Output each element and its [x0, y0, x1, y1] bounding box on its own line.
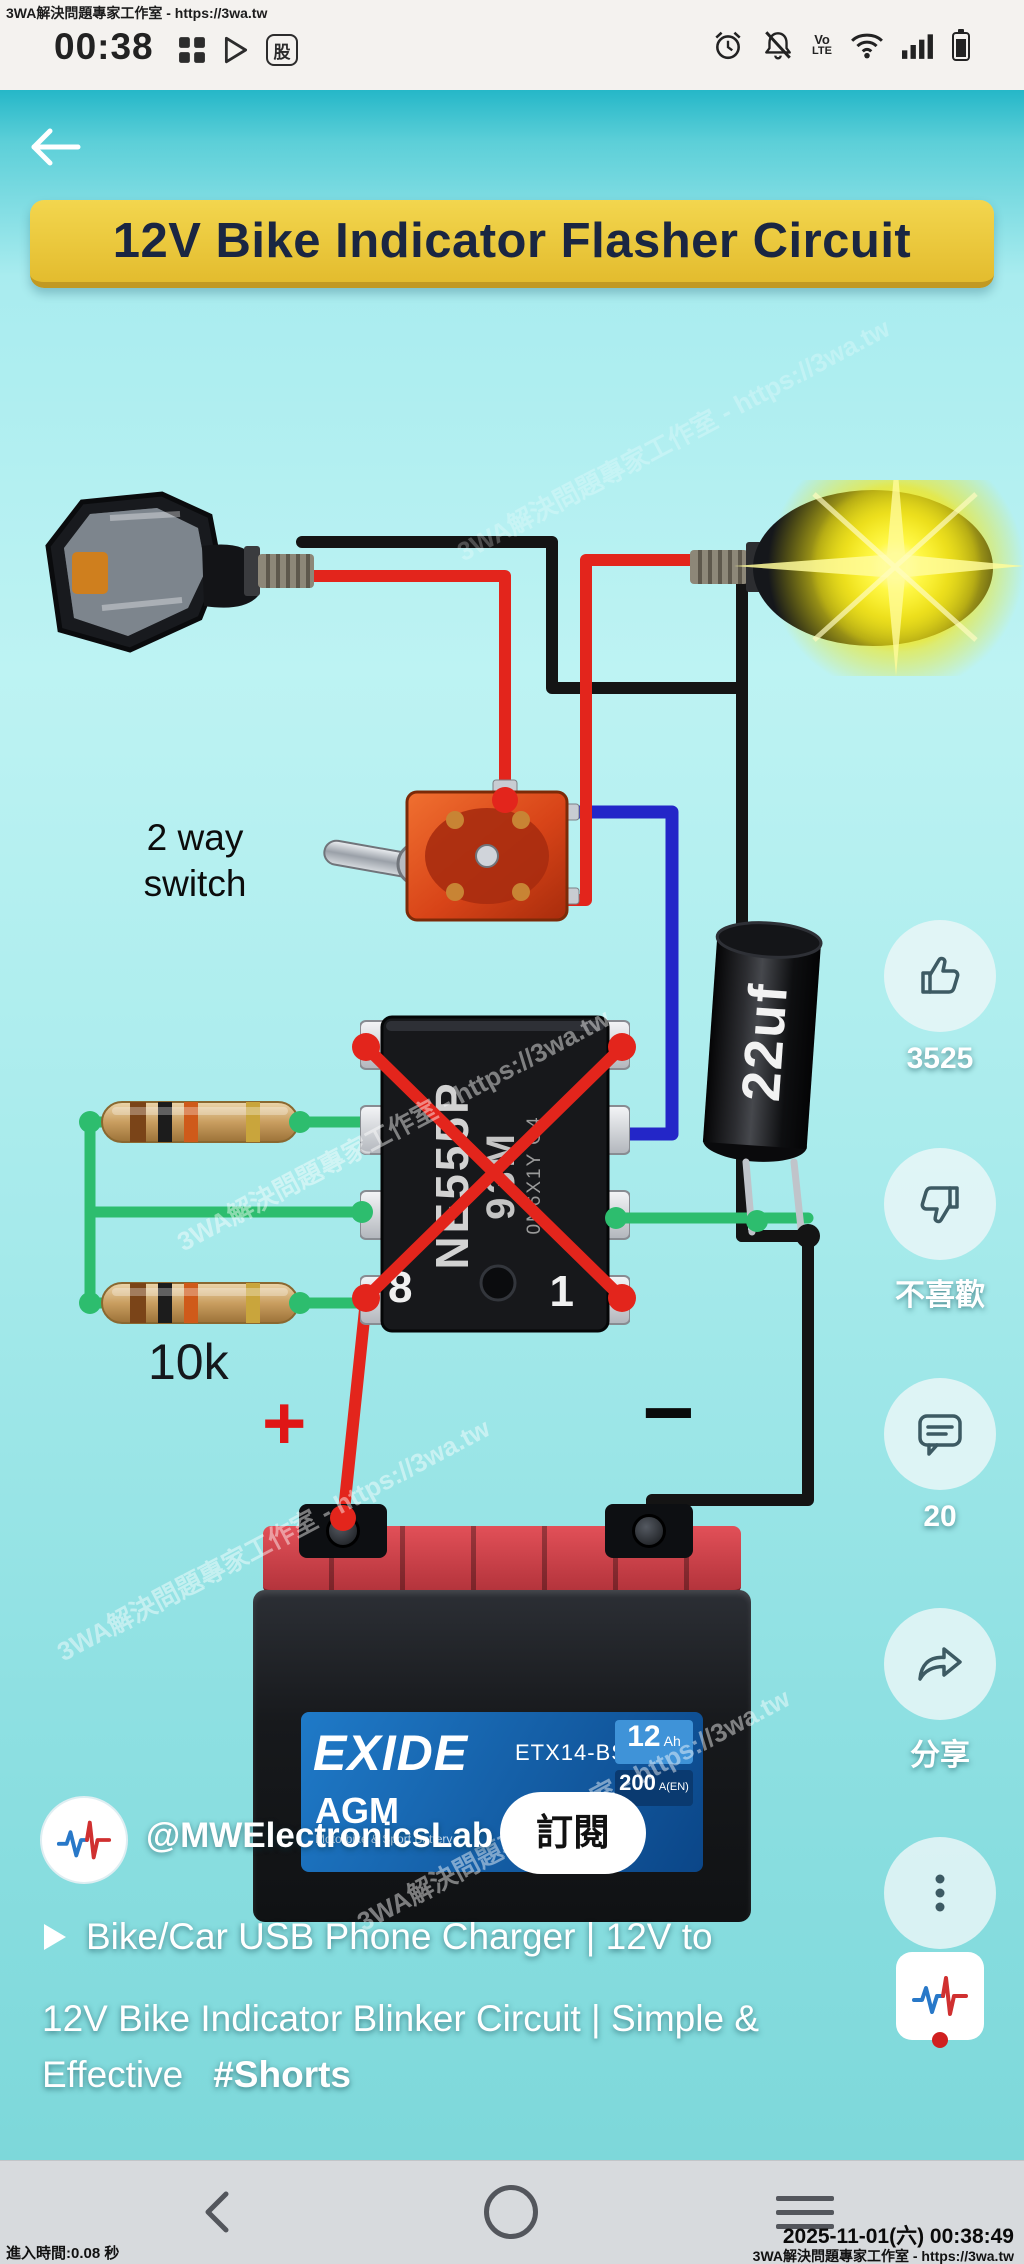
status-right-icons: Vo LTE	[712, 28, 970, 62]
caption-text-1: Bike/Car USB Phone Charger | 12V to	[86, 1916, 713, 1957]
comment-count: 20	[923, 1500, 957, 1533]
waveform-logo-icon	[56, 1820, 112, 1860]
watermark-timestamp: 2025-11-01(六) 00:38:49	[782, 2225, 1014, 2248]
comments-button[interactable]	[884, 1378, 996, 1490]
more-vertical-icon	[935, 1874, 945, 1912]
more-options-button[interactable]	[884, 1837, 996, 1949]
caption-line-2[interactable]: 12V Bike Indicator Blinker Circuit | Sim…	[42, 1998, 759, 2040]
video-player[interactable]: 12V Bike Indicator Flasher Circuit	[0, 90, 1024, 2160]
alarm-icon	[715, 31, 741, 60]
nav-back-button[interactable]	[202, 2190, 232, 2234]
resistor-bottom	[100, 1273, 300, 1333]
battery-icon	[952, 29, 970, 61]
resistor-value-label: 10k	[148, 1334, 229, 1390]
battery-model: ETX14-BS	[515, 1740, 627, 1765]
toggle-switch	[315, 778, 580, 933]
indicator-lamp-right-lit	[688, 438, 1024, 694]
back-button[interactable]	[26, 124, 84, 170]
stock-app-icon: 股	[266, 34, 298, 66]
caption-text-2: 12V Bike Indicator Blinker Circuit | Sim…	[42, 1998, 760, 2039]
watermark-top-left: 3WA解決問題專家工作室 - https://3wa.tw	[6, 5, 268, 21]
battery-terminal-negative	[605, 1504, 693, 1558]
status-left-icons: 股	[178, 34, 298, 66]
app-grid-icon	[179, 37, 205, 63]
signal-icon	[902, 34, 933, 59]
caption-hashtag[interactable]: #Shorts	[213, 2054, 351, 2095]
thumbs-down-icon	[920, 1186, 959, 1224]
nav-home-button[interactable]	[484, 2185, 538, 2239]
clock-time: 00:38	[54, 26, 154, 67]
ic-pin-1-label: 1	[549, 1267, 574, 1316]
waveform-logo-icon	[912, 1976, 968, 2016]
dislike-label: 不喜歡	[895, 1279, 985, 1312]
thumbs-up-icon	[921, 956, 960, 994]
share-button[interactable]	[884, 1608, 996, 1720]
play-store-icon	[224, 36, 248, 64]
watermark-bottom-site: 3WA解決問題專家工作室 - https://3wa.tw	[752, 2248, 1014, 2264]
watermark-load-time: 進入時間:0.08 秒	[6, 2245, 120, 2262]
status-bar: 3WA解決問題專家工作室 - https://3wa.tw 00:38 股	[0, 0, 1024, 90]
play-icon	[44, 1924, 66, 1950]
share-label: 分享	[910, 1739, 970, 1772]
video-title-banner: 12V Bike Indicator Flasher Circuit	[30, 200, 994, 288]
nav-recents-button[interactable]	[776, 2196, 834, 2238]
circuit-wires-over	[79, 787, 820, 1531]
channel-avatar[interactable]	[40, 1796, 128, 1884]
channel-avatar-rail[interactable]	[896, 1952, 984, 2048]
caption-text-3: Effective	[42, 2054, 184, 2095]
subscribe-button[interactable]: 訂閱	[500, 1792, 646, 1874]
battery-type: AGM	[315, 1790, 399, 1831]
dislike-button[interactable]	[884, 1148, 996, 1260]
switch-label: 2 way switch	[143, 817, 247, 904]
caption-line-1[interactable]: Bike/Car USB Phone Charger | 12V to	[42, 1916, 713, 1958]
like-count: 3525	[906, 1042, 974, 1075]
plus-terminal-label: +	[262, 1381, 307, 1466]
indicator-lamp-left	[40, 488, 320, 668]
capacitor-22uf: 22uf	[691, 910, 839, 1174]
channel-handle[interactable]: @MWElectronicsLab	[146, 1816, 494, 1855]
comment-icon	[918, 1414, 962, 1456]
like-button[interactable]	[884, 920, 996, 1032]
volte-icon: Vo LTE	[812, 31, 832, 57]
wifi-icon	[851, 33, 883, 59]
battery-type-subtitle: Motorbike & Sport Battery	[315, 1832, 453, 1846]
caption-line-3[interactable]: Effective #Shorts	[42, 2054, 351, 2096]
battery-brand: EXIDE	[313, 1725, 469, 1781]
share-icon	[918, 1647, 962, 1681]
notifications-muted-icon	[765, 31, 791, 60]
minus-terminal-label: −	[642, 1363, 695, 1463]
